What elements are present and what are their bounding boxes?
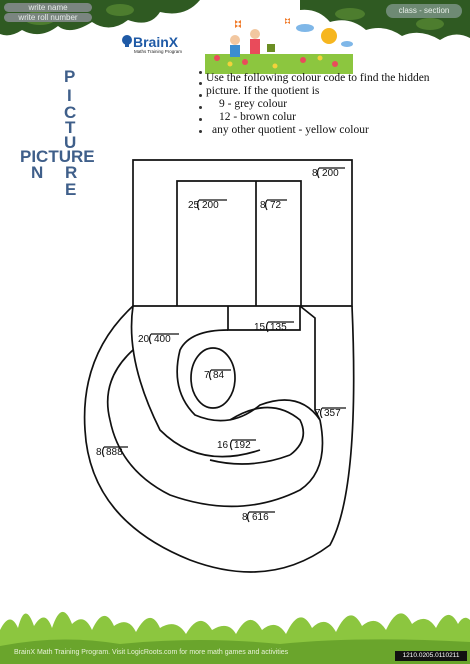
- problem-divisor: 7: [315, 408, 321, 419]
- problem-dividend: 400: [154, 334, 171, 345]
- worksheet-code: 1210.0205.0110211: [395, 651, 467, 661]
- title-letter-n: N: [31, 163, 44, 182]
- problem-dividend: 200: [322, 168, 339, 179]
- problem-divisor: 25: [188, 200, 200, 211]
- title-letter-r: R: [65, 163, 78, 182]
- title-letter-p: P: [64, 67, 76, 86]
- roll-number-field[interactable]: write roll number: [4, 13, 92, 22]
- kids-garden-illustration: [205, 18, 353, 74]
- name-field[interactable]: write name: [4, 3, 92, 12]
- problem-divisor: 8: [242, 512, 248, 523]
- bullet-dot: [199, 71, 202, 74]
- problem-divisor: 15: [254, 322, 266, 333]
- problem-divisor: 16: [217, 440, 229, 451]
- problem-dividend: 135: [270, 322, 287, 333]
- problem-divisor: 8: [260, 200, 266, 211]
- title-letter-u: U: [64, 133, 77, 152]
- title-letter-i: I: [67, 86, 72, 105]
- class-section-field[interactable]: class - section: [386, 4, 462, 18]
- problem-dividend: 357: [324, 408, 341, 419]
- problem-dividend: 72: [270, 200, 282, 211]
- title-letter-e: E: [65, 180, 77, 199]
- brand-subtitle: Maths Training Program: [134, 49, 183, 54]
- problem-dividend: 84: [213, 370, 225, 381]
- instruction-line-1: Use the following colour code to find th…: [206, 72, 430, 84]
- bullet-dot: [199, 130, 202, 133]
- problem-dividend: 616: [252, 512, 269, 523]
- title-horizontal: PICTURE: [20, 147, 95, 166]
- bullet-dot: [199, 118, 202, 121]
- problem-dividend: 192: [234, 440, 251, 451]
- brain-logo-icon: [122, 35, 132, 47]
- title-letter-t: T: [65, 118, 76, 137]
- problem-dividend: 200: [202, 200, 219, 211]
- bottom-grass-decoration: [0, 611, 470, 664]
- title-letter-c: C: [64, 103, 77, 122]
- instruction-line-2: picture. If the quotient is: [206, 85, 320, 97]
- problem-divisor: 7: [204, 370, 210, 381]
- problem-divisor: 8: [96, 447, 102, 458]
- colour-code-yellow: any other quotient - yellow colour: [212, 124, 369, 136]
- bullet-dot: [199, 82, 202, 85]
- brand-logo-text: BrainX: [133, 34, 179, 50]
- colour-code-grey: 9 - grey colour: [219, 98, 288, 110]
- problem-divisor: 8: [312, 168, 318, 179]
- footer-text: BrainX Math Training Program. Visit Logi…: [14, 649, 289, 656]
- colour-code-brown: 12 - brown colur: [219, 111, 296, 123]
- problem-dividend: 888: [106, 447, 123, 458]
- bullet-dot: [199, 94, 202, 97]
- problem-divisor: 20: [138, 334, 150, 345]
- bullet-dot: [199, 106, 202, 109]
